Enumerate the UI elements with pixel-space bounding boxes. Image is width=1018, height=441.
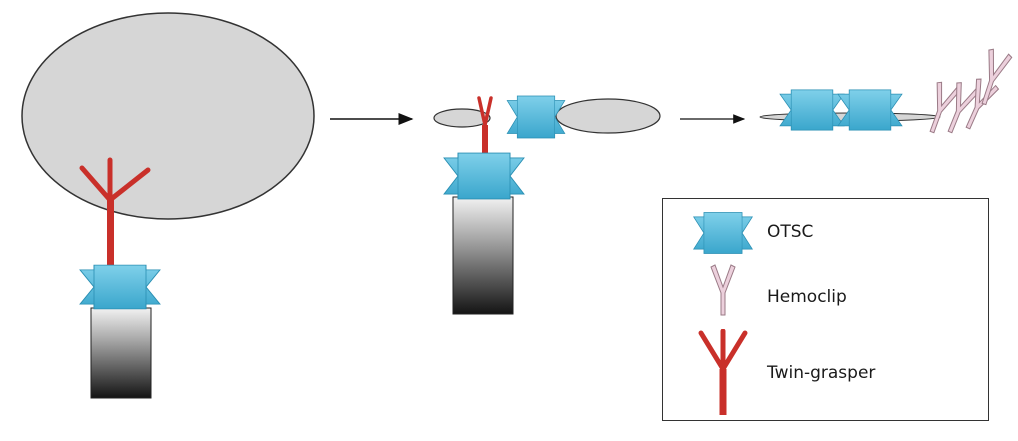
otsc-clip-3a (779, 89, 845, 131)
defect-left-lobe (433, 108, 491, 128)
twin-grasper-icon (698, 329, 748, 415)
otsc-clip-1 (79, 264, 161, 310)
twin-grasper-1 (79, 157, 151, 272)
otsc-icon (693, 212, 753, 254)
otsc-clip-3b (837, 89, 903, 131)
legend-label-twin-grasper: Twin-grasper (767, 363, 876, 383)
step-1 (21, 12, 315, 399)
twin-grasper-2 (477, 96, 493, 155)
otsc-clip-2b (443, 152, 525, 200)
step-2 (433, 95, 661, 315)
legend: OTSC Hemoclip Twin-grasper (662, 198, 989, 421)
legend-label-hemoclip: Hemoclip (767, 287, 847, 307)
hemoclip-3b (938, 80, 981, 137)
large-defect (21, 12, 315, 220)
legend-label-otsc: OTSC (767, 222, 814, 242)
defect-right-lobe (555, 98, 661, 134)
endoscope-1 (90, 307, 152, 399)
hemoclip-3a (920, 80, 961, 137)
endoscope-2 (452, 196, 514, 315)
step-3 (759, 47, 1013, 137)
hemoclip-icon (710, 264, 736, 316)
